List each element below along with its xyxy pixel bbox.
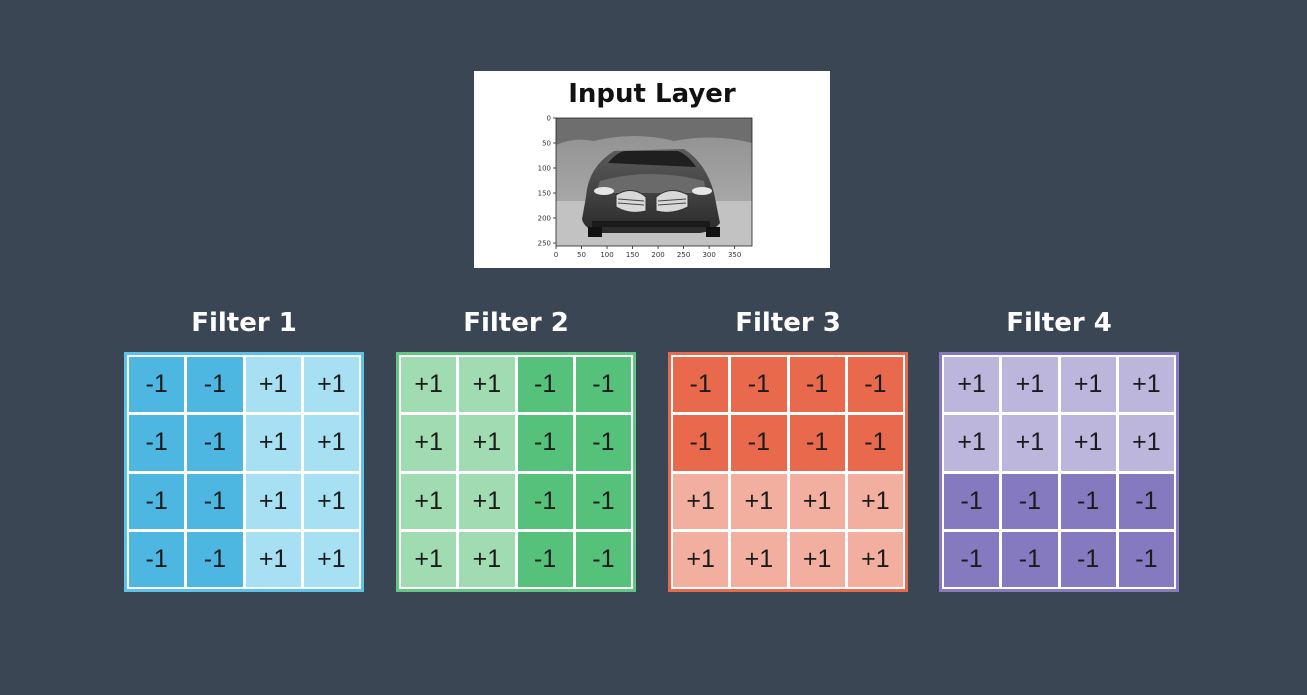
x-tick-label: 200 [651, 251, 664, 259]
y-tick-label: 150 [538, 190, 551, 198]
x-tick-label: 100 [600, 251, 613, 259]
filter-2-cell: -1 [517, 473, 573, 529]
filter-1-panel: Filter 1 -1-1+1+1-1-1+1+1-1-1+1+1-1-1+1+… [124, 306, 364, 592]
filter-2-cell: -1 [517, 357, 573, 413]
filter-1-grid: -1-1+1+1-1-1+1+1-1-1+1+1-1-1+1+1 [124, 352, 364, 592]
filter-1-title: Filter 1 [191, 308, 297, 338]
y-tick-label: 100 [538, 165, 551, 173]
filter-3-cell: -1 [789, 415, 845, 471]
filter-1-cell: +1 [245, 415, 301, 471]
x-tick-label: 0 [554, 251, 558, 259]
x-tick-label: 150 [626, 251, 639, 259]
filter-2-cell: +1 [401, 473, 457, 529]
filter-1-cell: -1 [187, 531, 243, 587]
filter-4-cell: +1 [1002, 415, 1058, 471]
filter-1-cell: -1 [129, 415, 185, 471]
filter-3-cell: -1 [673, 357, 729, 413]
filter-3-cell: +1 [789, 473, 845, 529]
filter-4-cell: +1 [1060, 357, 1116, 413]
filter-4-cell: +1 [1118, 415, 1174, 471]
y-tick-label: 50 [542, 140, 551, 148]
filter-2-cell: +1 [459, 415, 515, 471]
x-tick-label: 50 [577, 251, 586, 259]
filter-2-cell: +1 [459, 531, 515, 587]
filter-3-cell: +1 [847, 473, 903, 529]
filter-4-cell: -1 [1118, 473, 1174, 529]
y-tick-label: 200 [538, 215, 551, 223]
x-tick-label: 250 [677, 251, 690, 259]
filter-1-cell: -1 [187, 415, 243, 471]
filter-2-cell: -1 [575, 357, 631, 413]
filter-2-cell: +1 [459, 357, 515, 413]
filter-4-cell: +1 [944, 415, 1000, 471]
input-image-plot: 0 50 100 150 200 250 0 50 100 150 200 250 300 350 [538, 115, 753, 259]
filter-3-title: Filter 3 [735, 308, 841, 338]
filter-3-panel: Filter 3 -1-1-1-1-1-1-1-1+1+1+1+1+1+1+1+… [668, 306, 908, 592]
car-photo [556, 118, 752, 246]
filter-4-grid: +1+1+1+1+1+1+1+1-1-1-1-1-1-1-1-1 [939, 352, 1179, 592]
filter-3-cell: +1 [673, 531, 729, 587]
filter-4-cell: -1 [944, 473, 1000, 529]
filter-4-cell: +1 [944, 357, 1000, 413]
filter-4-cell: +1 [1002, 357, 1058, 413]
filter-3-grid: -1-1-1-1-1-1-1-1+1+1+1+1+1+1+1+1 [668, 352, 908, 592]
filter-2-panel: Filter 2 +1+1-1-1+1+1-1-1+1+1-1-1+1+1-1-… [396, 306, 636, 592]
filter-3-cell: -1 [789, 357, 845, 413]
filter-2-cell: -1 [575, 473, 631, 529]
filter-3-cell: +1 [789, 531, 845, 587]
filter-2-cell: +1 [459, 473, 515, 529]
filter-2-title: Filter 2 [463, 308, 569, 338]
filter-3-cell: -1 [847, 357, 903, 413]
y-axis-ticks: 0 50 100 150 200 250 [538, 115, 556, 248]
filter-1-cell: +1 [303, 415, 359, 471]
filter-4-cell: +1 [1060, 415, 1116, 471]
filter-1-cell: +1 [303, 357, 359, 413]
filter-2-cell: -1 [575, 415, 631, 471]
filter-4-cell: -1 [1060, 531, 1116, 587]
filter-4-cell: +1 [1118, 357, 1174, 413]
filter-1-cell: +1 [303, 473, 359, 529]
filter-1-cell: +1 [245, 531, 301, 587]
filter-4-panel: Filter 4 +1+1+1+1+1+1+1+1-1-1-1-1-1-1-1-… [939, 306, 1179, 592]
filter-1-cell: +1 [245, 357, 301, 413]
x-tick-label: 350 [728, 251, 741, 259]
filter-4-title: Filter 4 [1006, 308, 1112, 338]
filter-2-cell: -1 [517, 531, 573, 587]
filter-4-cell: -1 [1060, 473, 1116, 529]
filter-3-cell: +1 [731, 473, 787, 529]
filter-2-grid: +1+1-1-1+1+1-1-1+1+1-1-1+1+1-1-1 [396, 352, 636, 592]
filter-4-cell: -1 [1118, 531, 1174, 587]
filter-3-cell: -1 [673, 415, 729, 471]
input-layer-panel: Input Layer [474, 71, 830, 268]
x-tick-label: 300 [702, 251, 715, 259]
filter-1-cell: +1 [245, 473, 301, 529]
filter-2-cell: -1 [575, 531, 631, 587]
filter-4-cell: -1 [944, 531, 1000, 587]
y-tick-label: 0 [547, 115, 551, 123]
filter-2-cell: +1 [401, 357, 457, 413]
filter-3-cell: -1 [731, 415, 787, 471]
filter-1-cell: -1 [129, 473, 185, 529]
filter-2-cell: +1 [401, 415, 457, 471]
filter-3-cell: +1 [673, 473, 729, 529]
filter-1-cell: -1 [187, 473, 243, 529]
filter-2-cell: +1 [401, 531, 457, 587]
filter-1-cell: -1 [187, 357, 243, 413]
y-tick-label: 250 [538, 240, 551, 248]
filter-4-cell: -1 [1002, 531, 1058, 587]
filter-1-cell: +1 [303, 531, 359, 587]
filter-3-cell: +1 [847, 531, 903, 587]
filter-3-cell: +1 [731, 531, 787, 587]
filter-4-cell: -1 [1002, 473, 1058, 529]
input-layer-title: Input Layer [568, 79, 736, 109]
x-axis-ticks: 0 50 100 150 200 250 300 350 [554, 246, 741, 259]
filter-2-cell: -1 [517, 415, 573, 471]
filter-3-cell: -1 [847, 415, 903, 471]
filter-1-cell: -1 [129, 531, 185, 587]
filter-1-cell: -1 [129, 357, 185, 413]
filter-3-cell: -1 [731, 357, 787, 413]
